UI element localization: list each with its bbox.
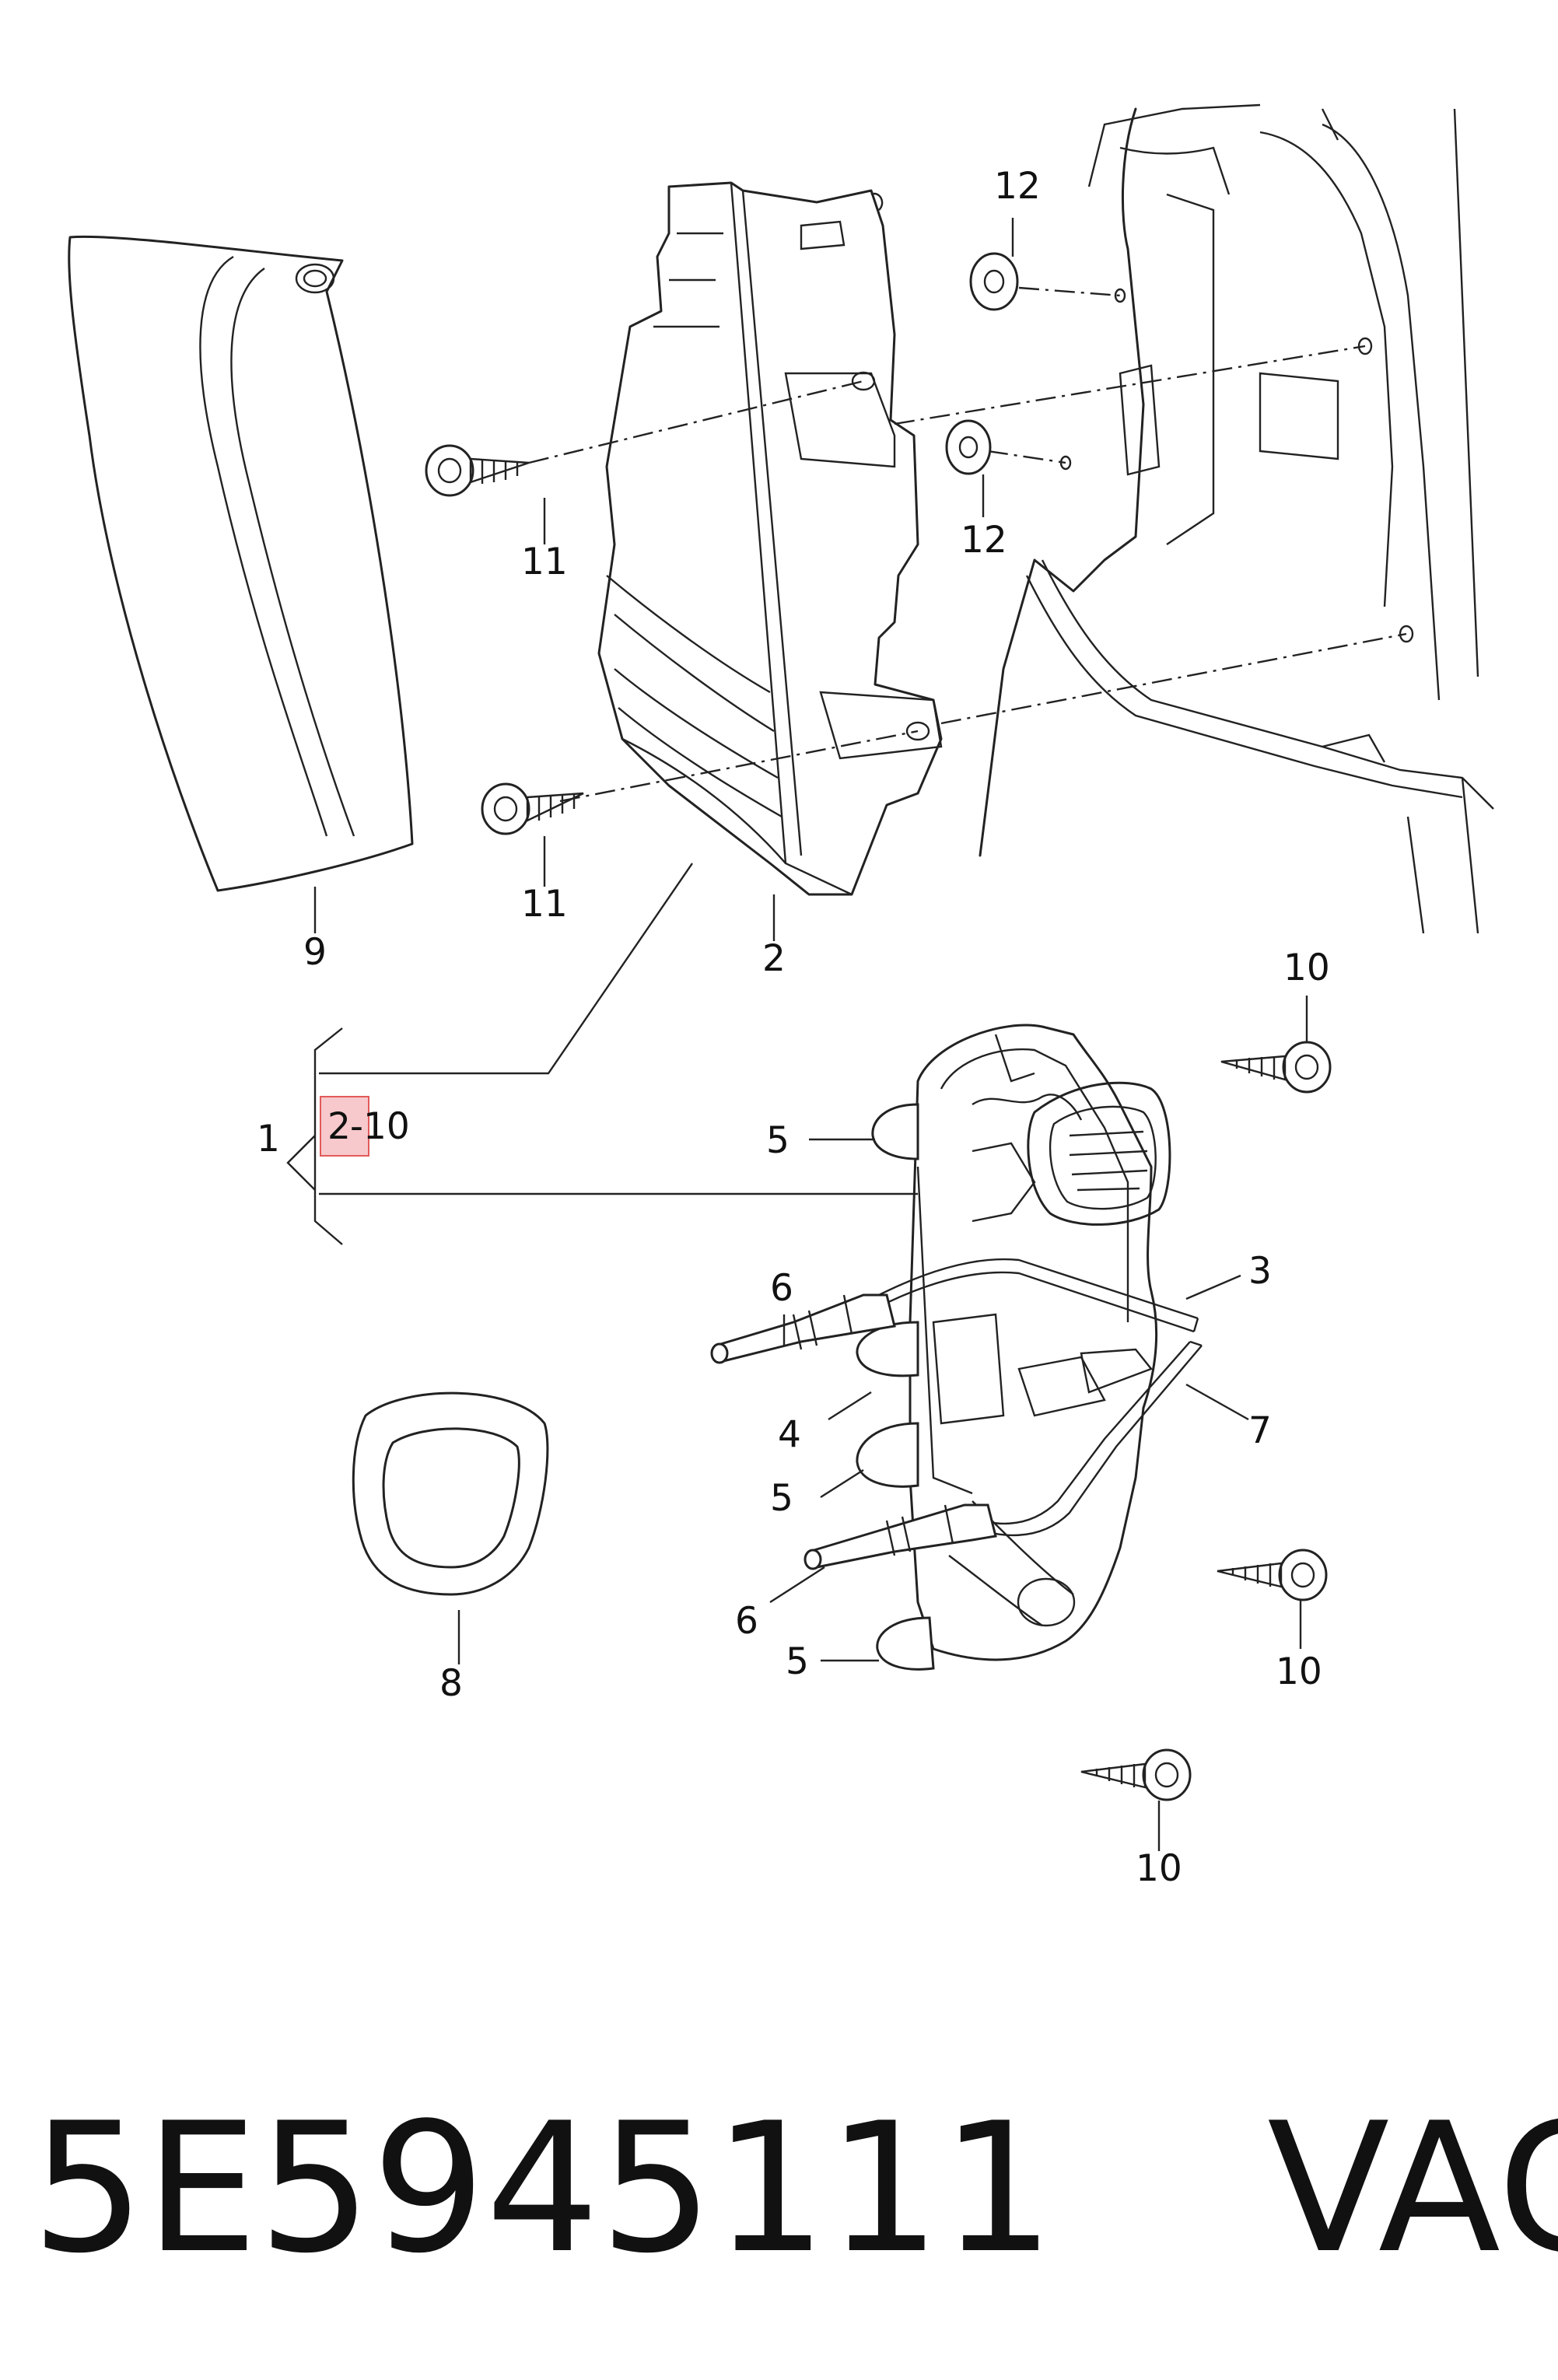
part-number: 5E5945111 (31, 2085, 1055, 2293)
callout-6-b: 6 (735, 1600, 758, 1643)
screw-part-10-a (1220, 1041, 1332, 1094)
callout-range-end: -10 (350, 1105, 410, 1148)
callout-7: 7 (1248, 1409, 1272, 1452)
grommet-part-12-bottom (945, 419, 992, 475)
callout-6-a: 6 (770, 1267, 793, 1310)
callouts: 9 2 11 11 12 12 10 10 10 1 2 -10 5 6 3 4… (257, 165, 1330, 1890)
callout-10-a: 10 (1283, 947, 1330, 989)
trim-panel-part-9 (68, 235, 414, 892)
screw-part-11-top (425, 444, 530, 497)
bulb-carrier-assembly (710, 1024, 1203, 1671)
screw-part-10-b (1217, 1549, 1328, 1601)
grommet-part-12-top (969, 252, 1019, 311)
callout-2: 2 (762, 937, 786, 980)
callout-5-b: 5 (770, 1477, 793, 1520)
lamp-housing-part-2 (597, 181, 943, 896)
callout-1: 1 (257, 1118, 280, 1160)
leader-lines (313, 218, 1308, 1851)
callout-12-top: 12 (994, 165, 1041, 208)
callout-3: 3 (1248, 1250, 1272, 1293)
callout-5-c: 5 (786, 1640, 809, 1683)
group-bracket-part-1 (286, 863, 918, 1245)
callout-10-c: 10 (1136, 1847, 1182, 1890)
callout-11-top: 11 (521, 541, 568, 583)
callout-9: 9 (303, 931, 327, 974)
brand-name: VAG (1267, 2085, 1558, 2293)
vehicle-body (979, 103, 1494, 934)
highlight-range-box (320, 1096, 369, 1157)
screw-part-11-bottom (481, 782, 584, 835)
callout-11-bottom: 11 (521, 883, 568, 926)
callout-10-b: 10 (1276, 1650, 1322, 1693)
callout-8: 8 (439, 1662, 463, 1705)
callout-12-bottom: 12 (961, 519, 1007, 562)
callout-4: 4 (778, 1413, 801, 1456)
screw-part-10-c (1080, 1748, 1192, 1801)
footer-caption: 5E5945111 VAG (31, 2085, 1558, 2333)
callout-range-start: 2 (327, 1105, 351, 1148)
alignment-lines (528, 286, 1407, 803)
callout-5-a: 5 (766, 1119, 790, 1162)
gasket-part-8 (352, 1391, 549, 1596)
